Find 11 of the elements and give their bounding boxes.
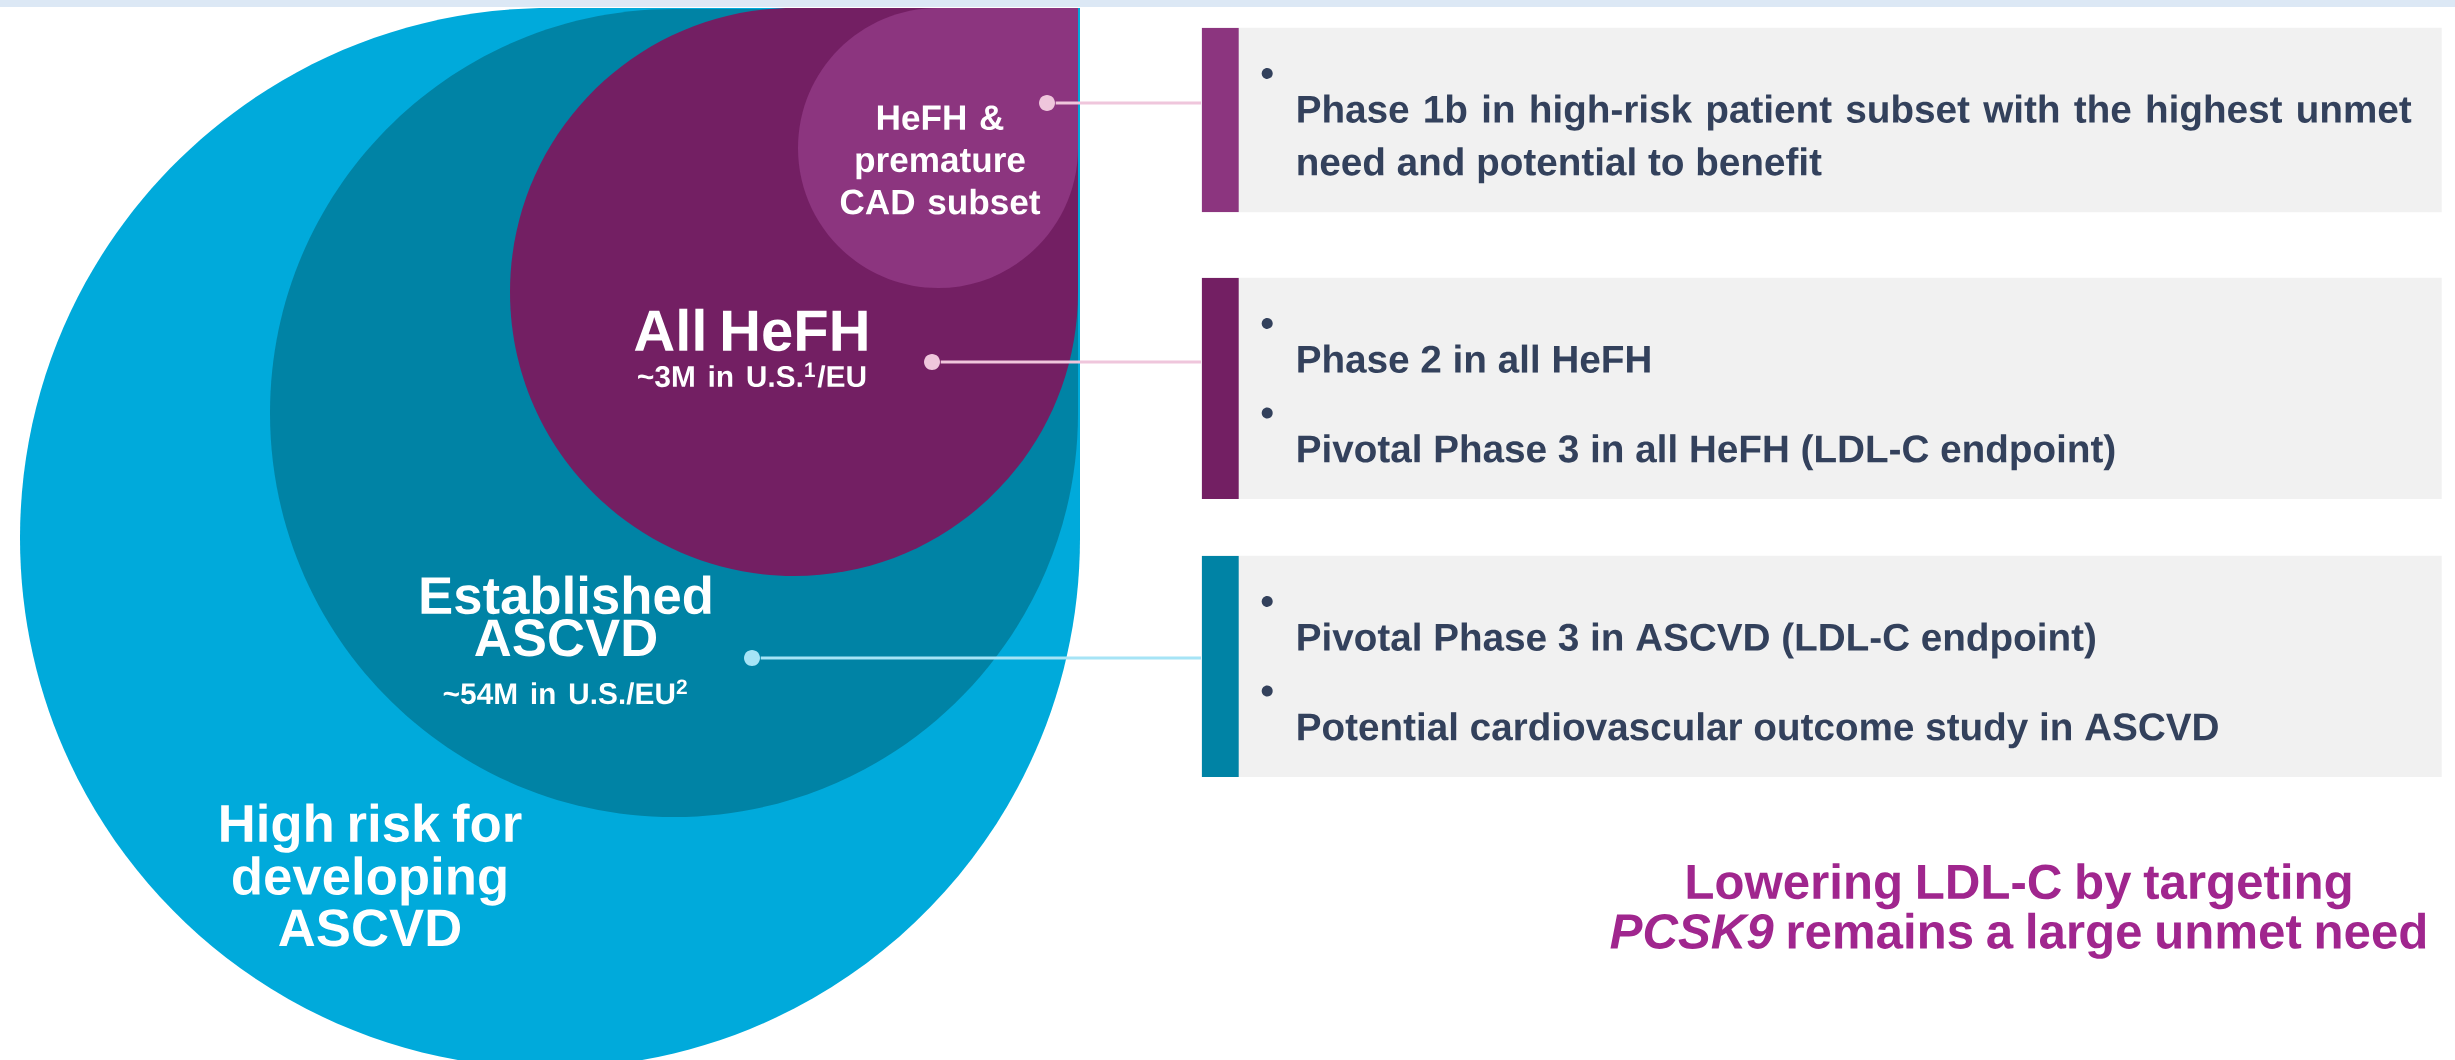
bullet-box: Phase 1b in high-risk patient subset with the highest unmet need and potential to benefit [1201, 27, 2442, 213]
leader-dot [924, 353, 940, 370]
bullet-box: Pivotal Phase 3 in ASCVD (LDL-C endpoint) Potential cardiovascular outcome study in ASCVD [1201, 555, 2442, 778]
nested-region: HeFH & premature CAD subset [798, 8, 1078, 288]
leader-dot [1039, 94, 1055, 111]
leader-dot [744, 649, 760, 666]
leader-line [1055, 101, 1201, 105]
bullet-box: Phase 2 in all HeFH Pivotal Phase 3 in all HeFH (LDL-C endpoint) [1201, 277, 2442, 500]
note-text: Lowering LDL-C by targeting PCSK9 remains a large unmet need [1610, 863, 2426, 959]
leader-line [940, 360, 1201, 364]
leader-line [760, 656, 1201, 660]
